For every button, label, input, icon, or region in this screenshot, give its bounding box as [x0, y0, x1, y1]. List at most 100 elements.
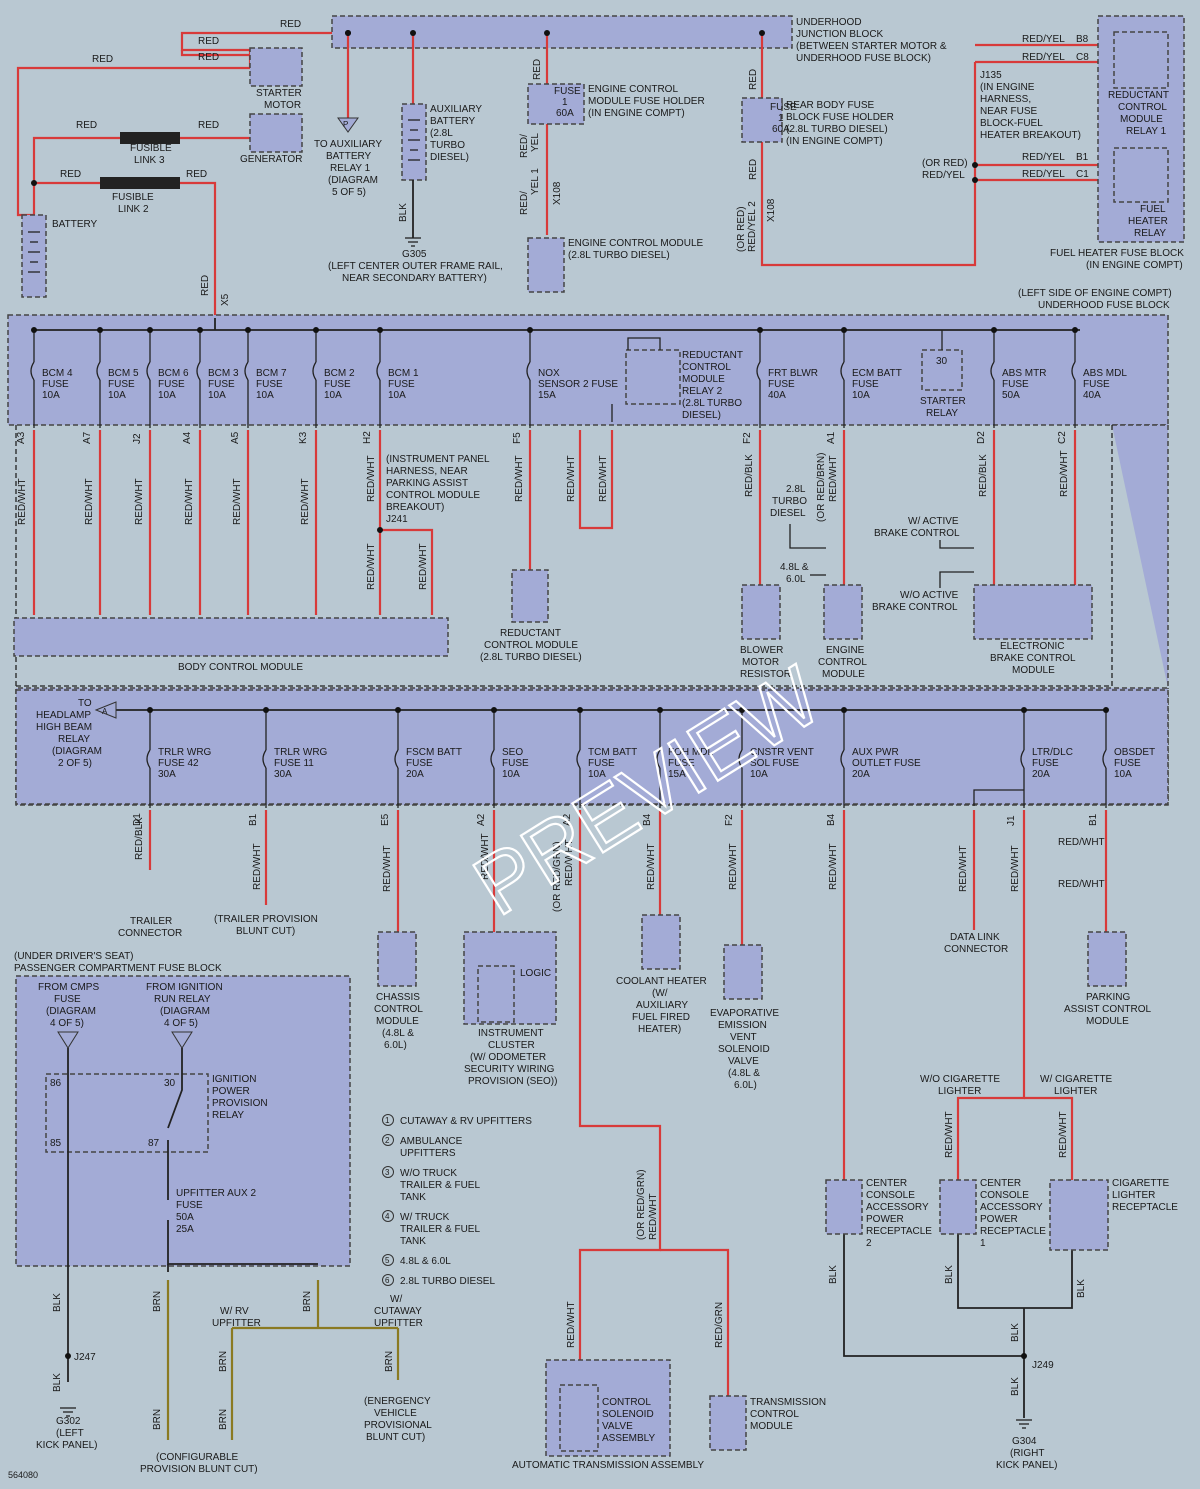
- fuse-icon: [146, 361, 151, 381]
- svg-text:BRN: BRN: [218, 1351, 229, 1372]
- upper-fuse-pin: A4: [182, 431, 193, 444]
- svg-text:(OR RED/BRN): (OR RED/BRN): [816, 453, 827, 522]
- svg-text:RED/BLK: RED/BLK: [978, 454, 989, 497]
- svg-text:2.8L TURBO DIESEL: 2.8L TURBO DIESEL: [400, 1276, 495, 1287]
- svg-text:RED/WHT: RED/WHT: [252, 843, 263, 890]
- svg-text:BLK: BLK: [1076, 1279, 1087, 1298]
- svg-text:RED/BLK: RED/BLK: [744, 454, 755, 497]
- cigarette-lighter-receptacle: [1049, 1179, 1109, 1251]
- svg-text:RED/YEL: RED/YEL: [1022, 34, 1065, 45]
- upper-fuse-pin: F5: [512, 432, 523, 444]
- fuse-icon: [840, 361, 845, 381]
- svg-text:G305(LEFT CENTER OUTER FRAME R: G305(LEFT CENTER OUTER FRAME RAIL,NEAR S…: [328, 249, 503, 284]
- lower-wires: RED/BLK RED/WHT RED/WHT RED/WHT (OR RED/…: [134, 789, 1108, 1471]
- cmps-flag-icon: [57, 1031, 79, 1049]
- svg-text:YEL: YEL: [530, 133, 541, 152]
- svg-text:(LEFT SIDE OF ENGINE COMPT)UND: (LEFT SIDE OF ENGINE COMPT)UNDERHOOD FUS…: [1018, 288, 1172, 311]
- svg-text:A: A: [102, 707, 108, 716]
- svg-text:RED/WHT: RED/WHT: [84, 478, 95, 525]
- svg-text:BODY CONTROL MODULE: BODY CONTROL MODULE: [178, 662, 303, 673]
- lower-fuse-pin: D1: [132, 813, 143, 826]
- cluster-logic: [477, 965, 515, 1023]
- svg-text:RED/WHT: RED/WHT: [1058, 879, 1105, 890]
- ignition-power-provision-relay: [45, 1073, 209, 1153]
- svg-text:RED: RED: [280, 19, 301, 30]
- svg-text:BRN: BRN: [152, 1291, 163, 1312]
- reductant-control-module: [511, 569, 549, 623]
- lower-fuse-pin: B4: [826, 813, 837, 826]
- svg-text:RED/WHT: RED/WHT: [382, 845, 393, 892]
- fuse-icon: [96, 361, 101, 381]
- svg-text:(OR RED)RED/YEL: (OR RED)RED/YEL: [922, 158, 968, 181]
- fuse-icon: [490, 749, 495, 769]
- generator: [249, 113, 303, 153]
- body-control-module: [13, 617, 449, 657]
- upper-fuse-pin: A7: [82, 431, 93, 444]
- ground-g304-icon: [1016, 1419, 1032, 1429]
- svg-text:AUTOMATIC TRANSMISSION ASSEMBL: AUTOMATIC TRANSMISSION ASSEMBLY: [512, 1460, 704, 1471]
- svg-text:RED/WHT: RED/WHT: [648, 1193, 659, 1240]
- headlamp-relay-flag-icon: [94, 701, 117, 719]
- svg-text:RED/WHT: RED/WHT: [828, 455, 839, 502]
- svg-text:RED/WHT: RED/WHT: [566, 1301, 577, 1348]
- upper-fuse-pin: D2: [976, 431, 987, 444]
- underhood-junction-block: [331, 15, 793, 49]
- svg-text:J249: J249: [1032, 1360, 1054, 1371]
- svg-text:86: 86: [50, 1078, 62, 1089]
- svg-text:B1: B1: [1076, 152, 1089, 163]
- svg-text:RED: RED: [186, 169, 207, 180]
- ground-g305-icon: [405, 237, 421, 247]
- svg-text:85: 85: [50, 1138, 62, 1149]
- svg-text:RED/WHT: RED/WHT: [1058, 837, 1105, 848]
- lower-fuse-pin: A2: [562, 813, 573, 826]
- svg-text:BLK: BLK: [1010, 1323, 1021, 1342]
- fuse-icon: [738, 749, 743, 769]
- svg-text:RED: RED: [198, 36, 219, 47]
- lower-fuse-pin: B1: [1088, 813, 1099, 826]
- engine-control-module: [823, 584, 863, 640]
- svg-text:(OR RED/GRN): (OR RED/GRN): [636, 1169, 647, 1240]
- svg-text:RED: RED: [198, 120, 219, 131]
- svg-text:4.8L & 6.0L: 4.8L & 6.0L: [400, 1256, 451, 1267]
- svg-text:RED/BLK: RED/BLK: [134, 817, 145, 860]
- fuse-icon: [756, 361, 761, 381]
- lower-fuse-pin: B1: [248, 813, 259, 826]
- svg-text:X108: X108: [552, 181, 563, 205]
- svg-text:RED/WHT: RED/WHT: [566, 455, 577, 502]
